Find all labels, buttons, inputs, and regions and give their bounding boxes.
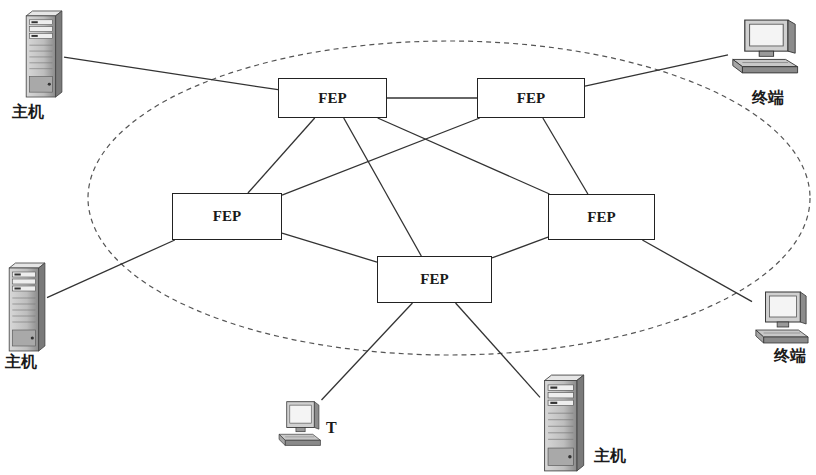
device-label: 终端 [774, 346, 806, 365]
host-icon [5, 262, 47, 352]
fep-label: FEP [318, 90, 346, 107]
terminal: 终端 [728, 18, 800, 76]
fep-box: FEP [548, 194, 655, 240]
link-line [282, 118, 480, 195]
link-line [378, 118, 550, 194]
link-line [585, 55, 728, 86]
link-line [543, 118, 588, 194]
terminal-icon [276, 400, 322, 448]
link-line [282, 233, 377, 262]
device-label: 终端 [752, 88, 784, 107]
fep-box: FEP [377, 256, 492, 303]
link-line [47, 240, 175, 298]
terminal: 终端 [752, 290, 810, 346]
host-computer: 主机 [22, 10, 64, 98]
host-computer: 主机 [5, 262, 47, 352]
host-icon [540, 374, 586, 472]
device-label: 主机 [594, 446, 626, 465]
dashed-ellipse [88, 41, 810, 355]
link-line [64, 57, 278, 90]
terminal-icon [728, 18, 800, 76]
fep-box: FEP [172, 193, 282, 240]
link-line [456, 303, 540, 397]
host-icon [22, 10, 64, 98]
terminal: T [276, 400, 322, 448]
device-label: 主机 [12, 102, 44, 121]
fep-box: FEP [278, 78, 387, 118]
link-line [642, 240, 752, 302]
fep-label: FEP [213, 208, 241, 225]
link-line [387, 98, 477, 99]
terminal-icon [752, 290, 810, 346]
host-computer: 主机 [540, 374, 586, 472]
link-line [248, 118, 315, 193]
link-line [344, 118, 422, 256]
fep-label: FEP [517, 90, 545, 107]
link-line [322, 303, 413, 400]
device-label: T [326, 418, 337, 437]
fep-box: FEP [477, 78, 585, 118]
device-label: 主机 [5, 352, 37, 371]
fep-label: FEP [420, 271, 448, 288]
link-line [492, 237, 548, 258]
fep-label: FEP [587, 209, 615, 226]
